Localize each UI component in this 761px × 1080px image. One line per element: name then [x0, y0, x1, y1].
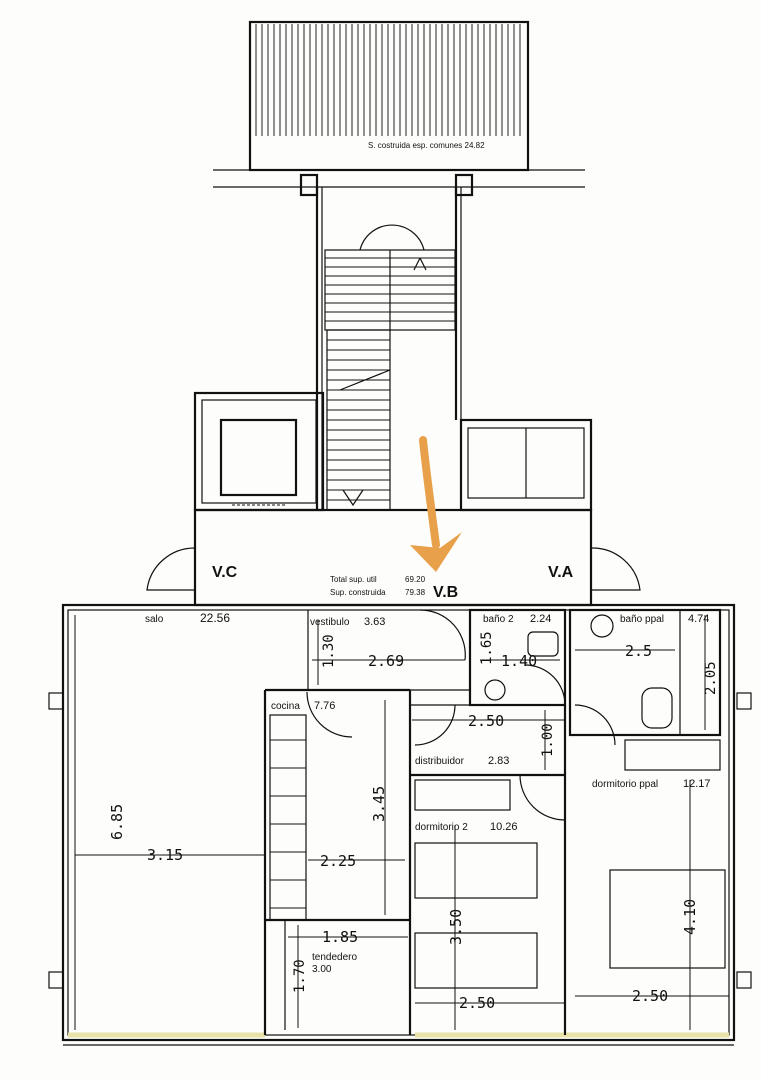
dim-685: 6.85 [108, 804, 126, 840]
dim-130: 1.30 [321, 634, 337, 668]
room-bano2-area: 2.24 [530, 613, 551, 625]
dim-140: 1.40 [501, 652, 537, 670]
room-tendedero-name: tendedero [312, 952, 357, 963]
arrow-mark [410, 436, 462, 572]
dim-100: 1.00 [540, 723, 556, 757]
dim-170: 1.70 [292, 959, 308, 993]
room-bano2-name: baño 2 [483, 614, 514, 625]
common-area-block [248, 20, 530, 172]
unit-va-label: V.A [548, 564, 574, 581]
room-distribuidor-name: distribuidor [415, 756, 465, 767]
door-dorm2 [519, 774, 566, 821]
room-dorm-ppal-area: 12.17 [683, 778, 711, 790]
door-dist [414, 704, 456, 746]
room-bano-ppal-area: 4.74 [688, 613, 709, 625]
bath-main [568, 608, 722, 746]
door-entry [419, 609, 466, 661]
dim-25x: 2.5 [625, 642, 652, 660]
wardrobe-dorm2 [414, 779, 511, 811]
dim-410: 4.10 [681, 899, 699, 935]
unit-vb-label: V.B [433, 584, 458, 601]
dim-315: 3.15 [147, 846, 183, 864]
dim-185: 1.85 [322, 928, 358, 946]
built-area-value: 79.38 [405, 588, 426, 597]
door-va [590, 547, 641, 591]
room-salon-area: 22.56 [200, 611, 230, 625]
dim-350: 3.50 [447, 909, 465, 945]
bed-dorm2-a [414, 842, 538, 899]
dim-250-d2: 2.50 [459, 994, 495, 1012]
kitchen-counter [269, 714, 307, 921]
dim-269: 2.69 [368, 652, 404, 670]
door-vc [146, 547, 196, 591]
room-dorm-ppal-name: dormitorio ppal [592, 779, 658, 790]
door-kitchen [306, 691, 353, 738]
bed-dorm2-b [414, 932, 538, 989]
room-cocina-name: cocina [271, 701, 300, 712]
room-dorm2-name: dormitorio 2 [415, 822, 468, 833]
dimension-lines [74, 615, 729, 1030]
built-area-label: Sup. construida [330, 588, 386, 597]
useful-area-label: Total sup. util [330, 575, 377, 584]
room-distribuidor-area: 2.83 [488, 755, 509, 767]
dim-205: 2.05 [703, 661, 719, 695]
room-vestibulo-area: 3.63 [364, 616, 385, 628]
room-salon-name: salo [145, 614, 164, 625]
dim-225: 2.25 [320, 852, 356, 870]
room-dorm2-area: 10.26 [490, 821, 518, 833]
room-cocina-area: 7.76 [314, 700, 335, 712]
dim-165: 1.65 [479, 631, 495, 665]
stair-core [299, 173, 474, 511]
room-vestibulo-name: vestibulo [310, 617, 350, 628]
dim-250-dist: 2.50 [468, 712, 504, 730]
room-bano-ppal-name: baño ppal [620, 614, 664, 625]
common-area-note: S. costruida esp. comunes 24.82 [368, 141, 485, 150]
room-tendedero-area: 3.00 [312, 964, 332, 975]
apartment-shell [48, 603, 752, 1046]
bed-ppal [609, 869, 726, 969]
dim-345: 3.45 [370, 786, 388, 822]
unit-vc-label: V.C [212, 564, 238, 581]
wardrobe-ppal [624, 739, 721, 771]
landing [193, 508, 593, 607]
lift-right [459, 418, 593, 512]
lift-left [193, 391, 325, 512]
useful-area-value: 69.20 [405, 575, 426, 584]
dim-250-dppal: 2.50 [632, 987, 668, 1005]
